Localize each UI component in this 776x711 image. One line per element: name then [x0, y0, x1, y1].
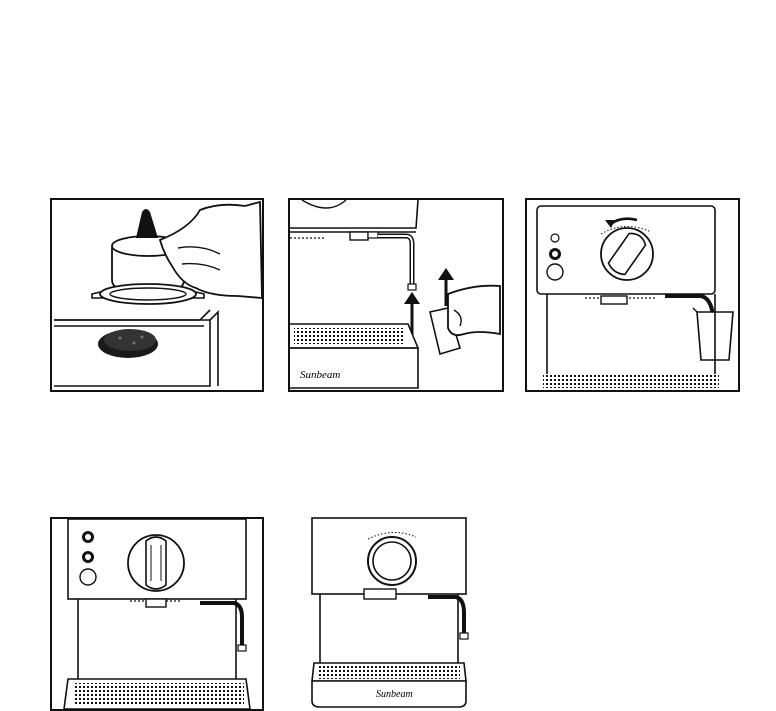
panel-machine-front: Sunbeam	[306, 517, 472, 709]
illustration-machine-front: Sunbeam	[306, 517, 472, 709]
panel-machine-lights	[50, 517, 264, 711]
illustration-machine-standby	[50, 517, 264, 711]
illustration-portafilter-insert	[50, 198, 264, 392]
power-light-icon	[80, 531, 96, 585]
brand-logo: Sunbeam	[376, 689, 413, 700]
panel-portafilter-insert	[50, 198, 264, 392]
panel-steam-jug	[525, 198, 740, 392]
illustration-steam-wand-removal: Sunbeam	[288, 198, 504, 392]
brand-logo: Sunbeam	[300, 369, 340, 381]
panel-remove-froth-nozzle: Sunbeam	[288, 198, 504, 392]
illustration-steaming-milk	[525, 198, 740, 392]
function-dial	[128, 535, 184, 591]
steam-wand	[428, 597, 468, 639]
function-dial	[601, 226, 653, 280]
